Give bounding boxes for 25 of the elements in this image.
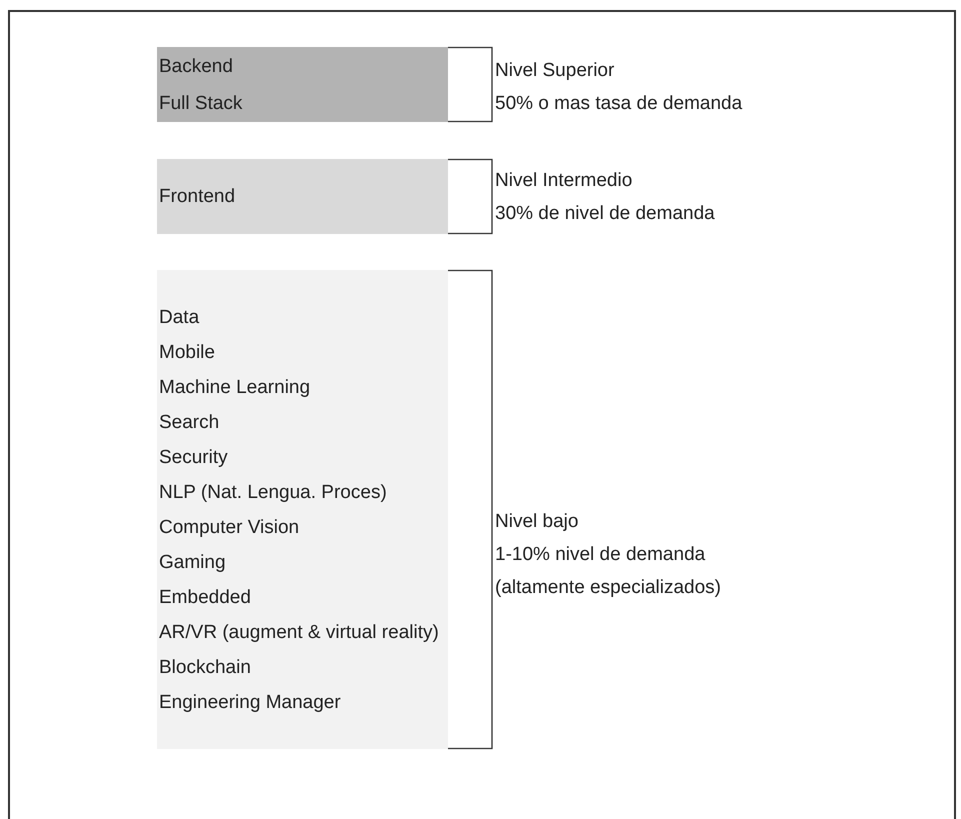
- category-label: Data: [159, 306, 200, 330]
- category-label: Blockchain: [159, 656, 252, 680]
- category-label: Full Stack: [159, 92, 244, 116]
- category-label: Security: [159, 446, 229, 470]
- category-band: [157, 47, 448, 122]
- category-band: [157, 159, 448, 234]
- category-band: [157, 270, 448, 749]
- category-label: Machine Learning: [159, 376, 312, 400]
- category-label: NLP (Nat. Lengua. Proces): [159, 480, 388, 504]
- category-label: Backend: [159, 54, 234, 78]
- category-label: Embedded: [159, 586, 252, 610]
- category-label: Gaming: [159, 550, 227, 574]
- level-description: Nivel bajo: [495, 510, 578, 534]
- level-description: (altamente especializados): [495, 576, 722, 600]
- category-label: Search: [159, 410, 220, 434]
- level-description: 1-10% nivel de demanda: [495, 543, 706, 567]
- category-label: Engineering Manager: [159, 690, 342, 714]
- level-description: Nivel Superior: [495, 59, 614, 83]
- level-description: 50% o mas tasa de demanda: [495, 92, 742, 116]
- category-label: Mobile: [159, 340, 216, 364]
- level-description: Nivel Intermedio: [495, 169, 632, 193]
- category-label: Computer Vision: [159, 516, 300, 540]
- level-description: 30% de nivel de demanda: [495, 202, 715, 226]
- category-label: AR/VR (augment & virtual reality): [159, 620, 440, 644]
- category-label: Frontend: [159, 185, 236, 209]
